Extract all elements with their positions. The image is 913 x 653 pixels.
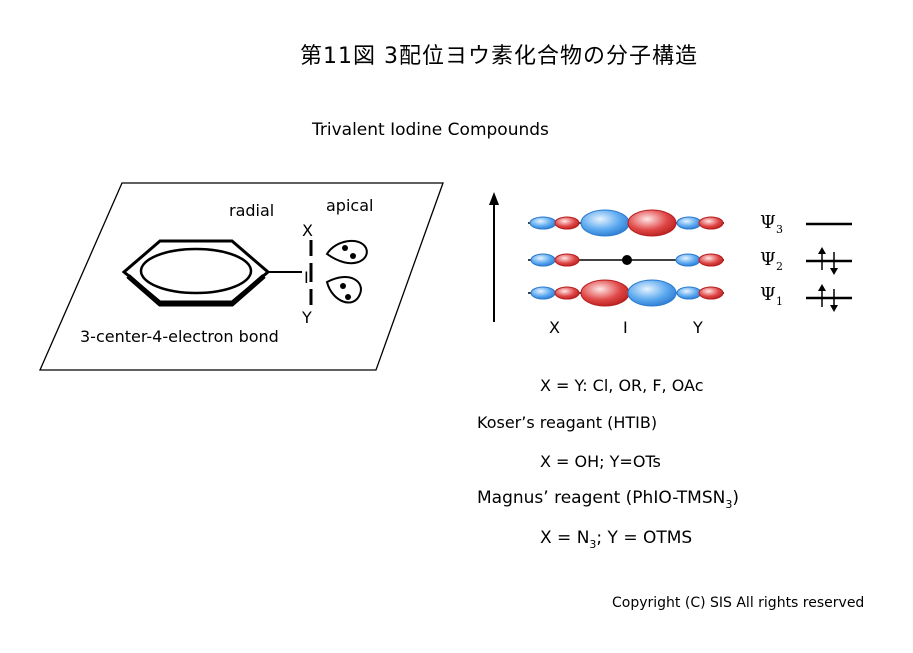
x-atom-label: X — [302, 221, 313, 240]
orbital-psi2 — [528, 253, 724, 267]
orbital-psi1 — [528, 279, 724, 307]
molecular-plane — [39, 182, 444, 371]
lone-pair-lower — [325, 276, 362, 304]
level-label-psi3: Ψ 3 — [760, 212, 783, 236]
note-koser: Koser’s reagant (HTIB) — [477, 413, 657, 432]
level-label-psi2: Ψ 2 — [760, 249, 783, 273]
i-atom-label: I — [304, 268, 309, 287]
energy-level-psi1 — [806, 284, 852, 312]
orbital-axis-label-i: I — [623, 318, 628, 337]
note-xy: X = Y: Cl, OR, F, OAc — [540, 376, 703, 395]
svg-text:3: 3 — [776, 223, 783, 236]
svg-text:1: 1 — [776, 295, 783, 308]
benzene-ring — [121, 239, 271, 307]
energy-level-psi2 — [806, 247, 852, 275]
note-koser-xy: X = OH; Y=OTs — [540, 452, 661, 471]
level-label-psi1: Ψ 1 — [760, 284, 783, 308]
orbital-axis-label-y: Y — [692, 318, 703, 337]
orbital-axis-label-x: X — [549, 318, 560, 337]
energy-arrow — [489, 192, 499, 322]
svg-text:Ψ: Ψ — [760, 212, 776, 233]
lone-pair-upper — [325, 239, 368, 265]
svg-text:Ψ: Ψ — [760, 249, 776, 270]
subtitle: Trivalent Iodine Compounds — [312, 120, 549, 140]
note-magnus: Magnus’ reagent (PhIO-TMSN3) — [477, 488, 739, 511]
copyright-notice: Copyright (C) SIS All rights reserved — [612, 595, 865, 611]
bond-label: 3-center-4-electron bond — [80, 327, 279, 346]
svg-text:2: 2 — [776, 260, 783, 273]
apical-label: apical — [326, 196, 373, 215]
svg-text:Ψ: Ψ — [760, 284, 776, 305]
figure-title: 第11図 3配位ヨウ素化合物の分子構造 — [300, 44, 698, 69]
radial-label: radial — [229, 201, 274, 220]
orbital-psi3 — [528, 209, 724, 237]
note-magnus-xy: X = N3; Y = OTMS — [540, 528, 692, 551]
y-atom-label: Y — [301, 308, 312, 327]
